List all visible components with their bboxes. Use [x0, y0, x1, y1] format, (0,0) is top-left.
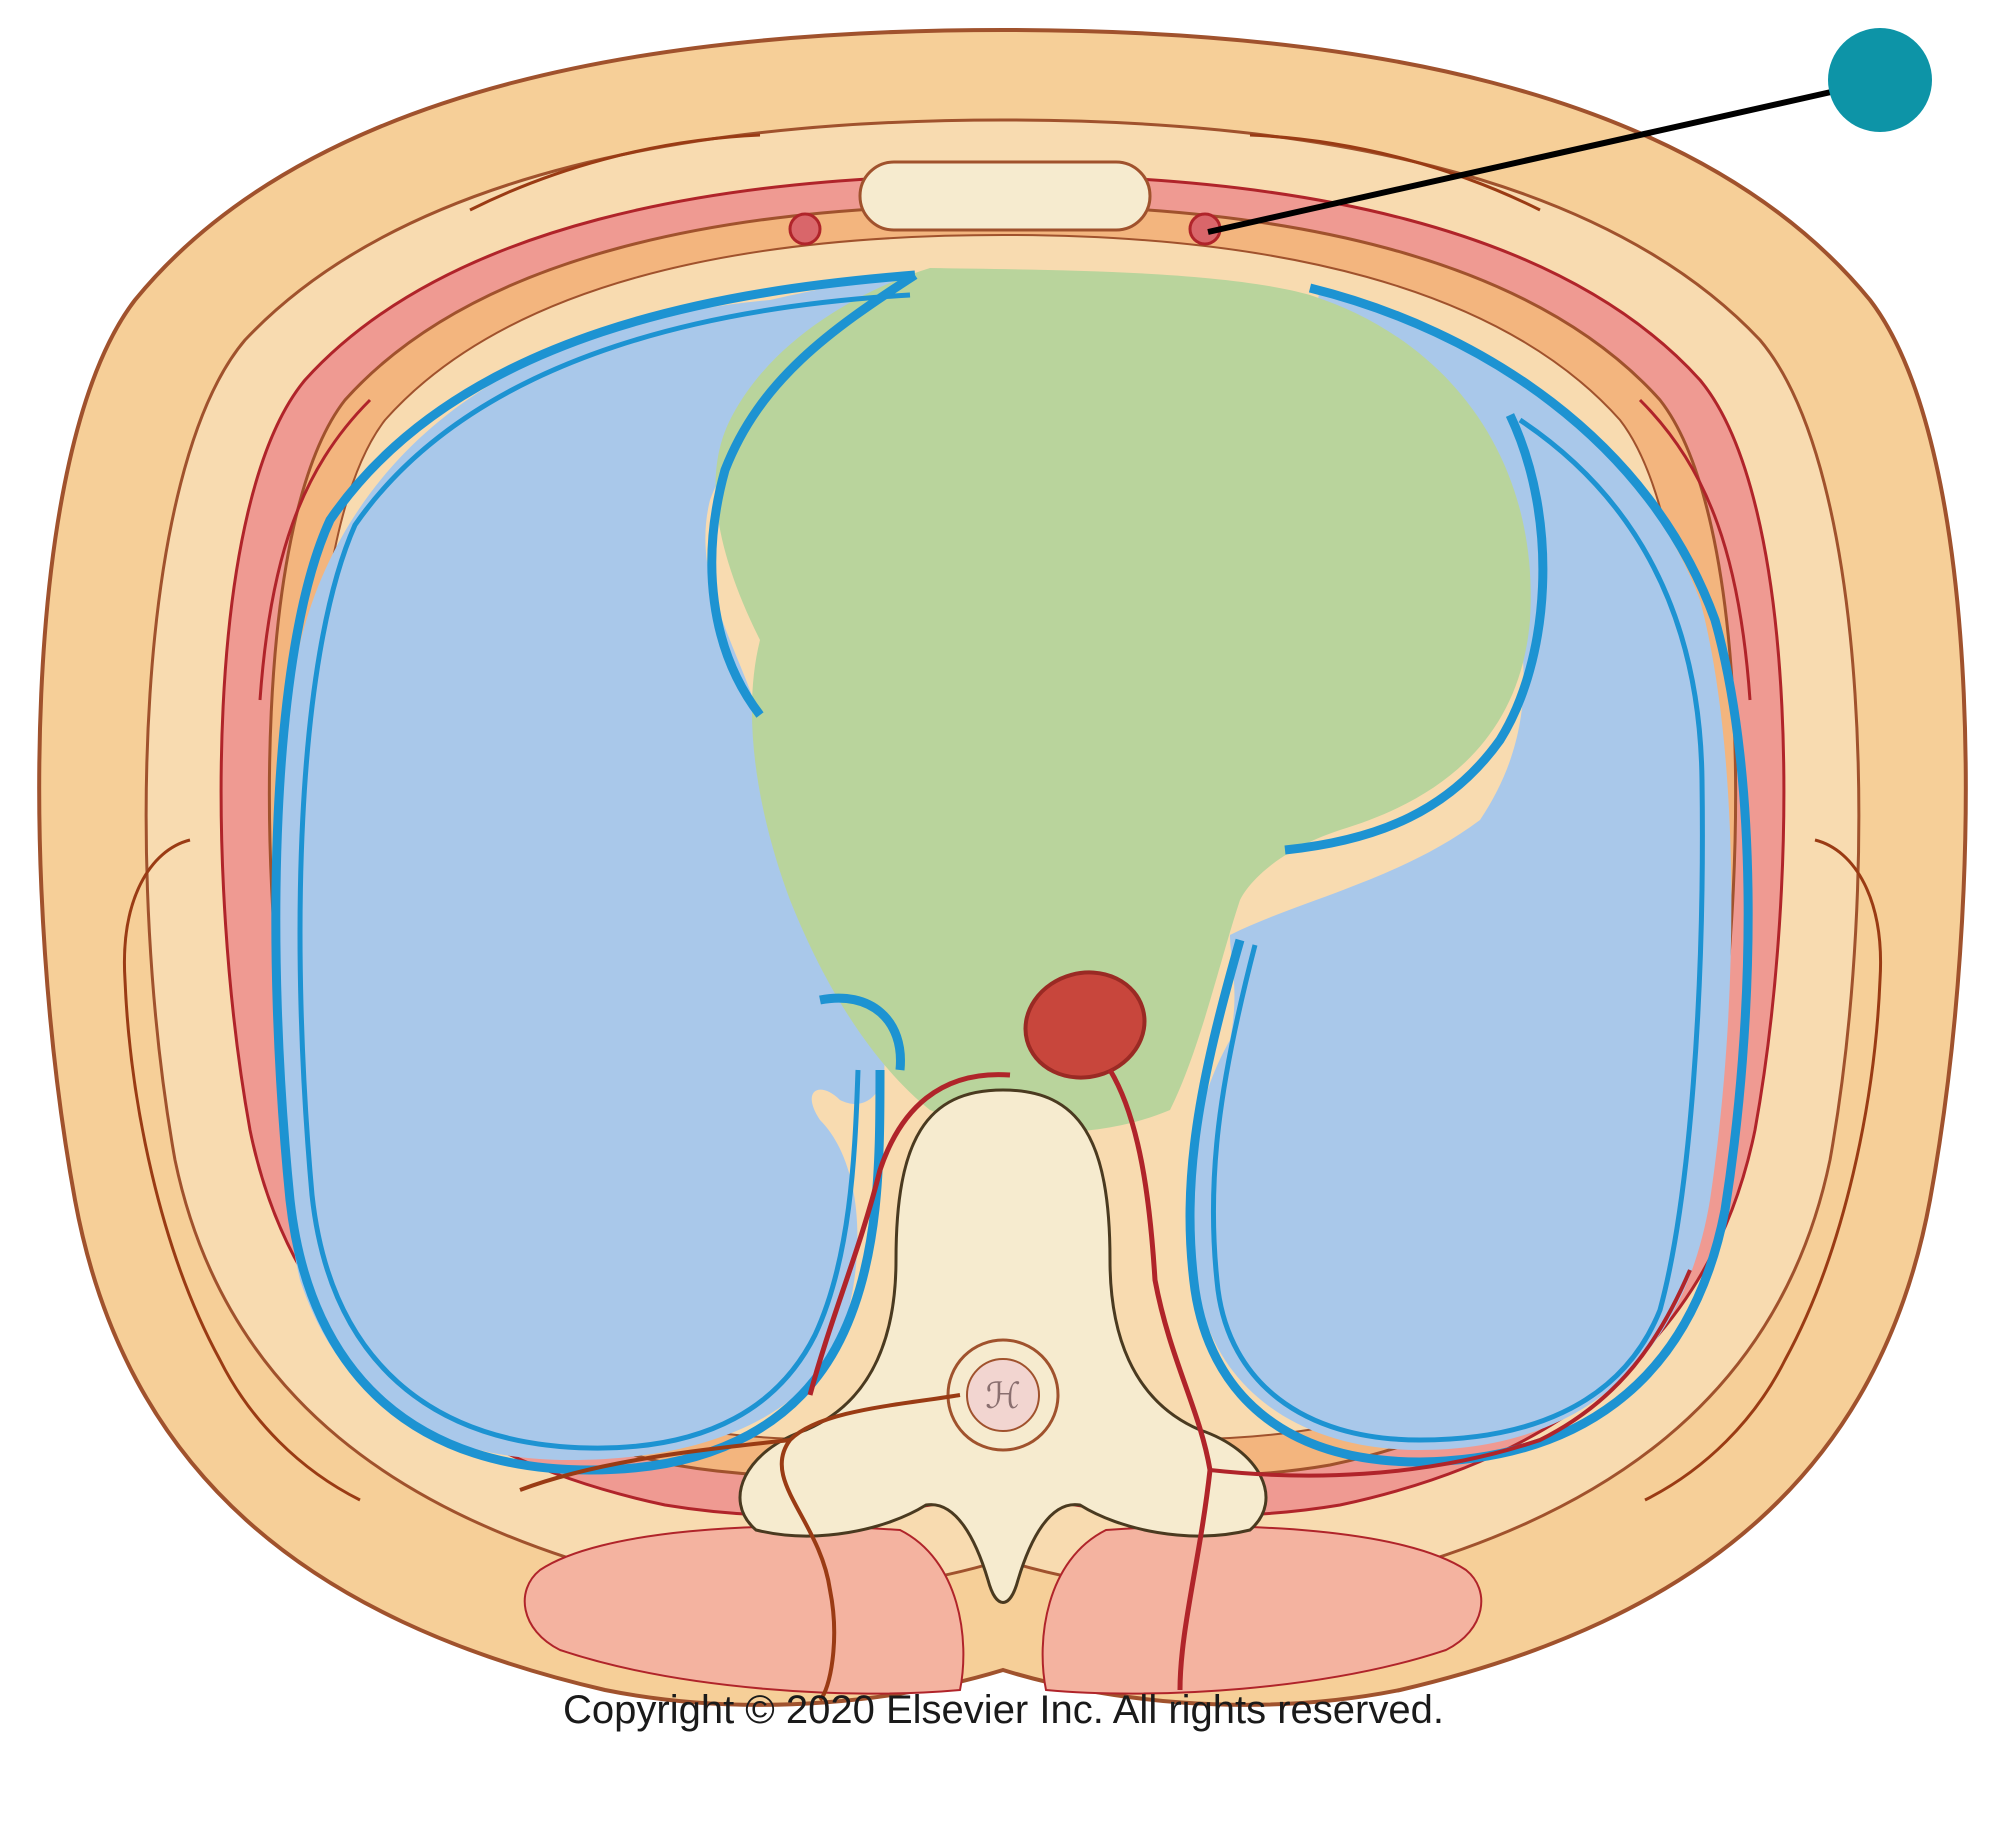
spinal-cord [966, 1358, 1040, 1432]
mediastinum [715, 268, 1531, 1133]
left-paravertebral-vessel [807, 1072, 1011, 1396]
right-pericardial-pleura [1284, 413, 1548, 855]
aorta [1023, 970, 1147, 1080]
left-internal-thoracic-vessel [788, 212, 822, 246]
copyright-notice: Copyright © 2020 Elsevier Inc. All right… [563, 1688, 1444, 1732]
right-paravertebral-vessel [1107, 1068, 1213, 1691]
sternum [858, 160, 1152, 232]
left-lung [276, 277, 938, 1460]
upper-right-wall-fiber [1249, 133, 1541, 212]
label-marker-icon[interactable] [1828, 28, 1932, 132]
right-parietal-pleura [1185, 283, 1753, 1467]
right-rib-costal-line [1638, 398, 1752, 701]
right-back-muscle [1041, 1525, 1483, 1695]
right-visceral-pleura [1210, 417, 1705, 1443]
left-parietal-pleura [271, 270, 916, 1475]
left-back-muscle [523, 1525, 965, 1695]
right-intercostal-vessel [1209, 1269, 1692, 1478]
left-spinal-nerve [779, 1393, 961, 1702]
left-wall-fiber [122, 838, 361, 1502]
right-wall-fiber [1644, 838, 1883, 1502]
upper-left-wall-fiber [469, 133, 761, 212]
left-intercostal-nerve [519, 1438, 791, 1492]
left-rib-costal-line [258, 398, 372, 701]
leader-line [1207, 87, 1841, 235]
left-visceral-pleura [297, 292, 911, 1451]
right-lung [1190, 290, 1732, 1450]
spinal-cord-grey-matter: ℋ [985, 1376, 1021, 1417]
left-mediastinal-pleura [707, 271, 918, 718]
left-hilum-pleura [819, 993, 905, 1071]
